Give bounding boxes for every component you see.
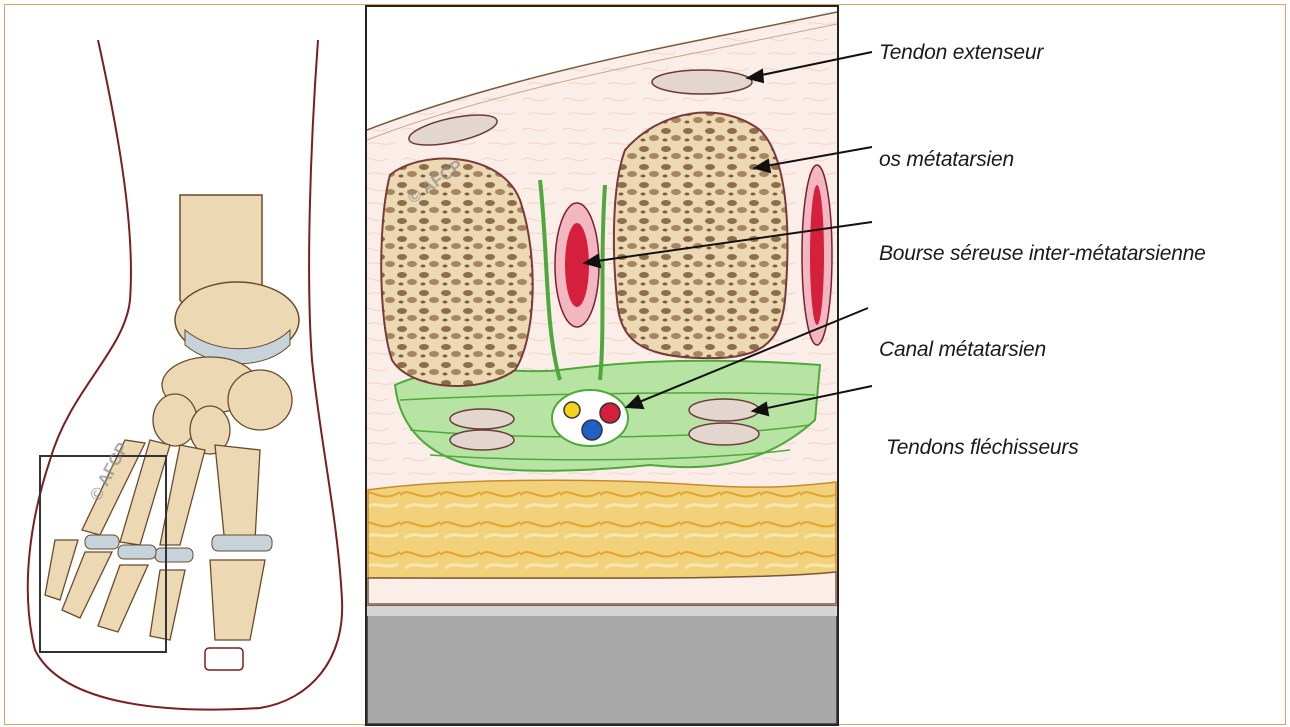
label-canal-metatarsien: Canal métatarsien [879, 338, 1046, 362]
ground-plate [367, 606, 837, 724]
plantar-fat-pad [368, 480, 836, 578]
ground-plate-highlight [367, 606, 837, 616]
intermetatarsal-bursa-core [565, 223, 589, 307]
label-bourse-sereuse: Bourse séreuse inter-métatarsienne [879, 242, 1206, 266]
flexor-tendon-left-2 [450, 430, 514, 450]
nerve-yellow [564, 402, 580, 418]
label-tendons-flechisseurs: Tendons fléchisseurs [886, 436, 1079, 460]
metatarsal-bone-right [614, 113, 788, 359]
vein-blue [582, 420, 602, 440]
label-os-metatarsien: os métatarsien [879, 148, 1014, 172]
label-tendon-extenseur: Tendon extenseur [879, 41, 1043, 65]
artery-red [600, 403, 620, 423]
flexor-tendon-left-1 [450, 409, 514, 429]
flexor-tendon-right-2 [689, 423, 759, 445]
extensor-tendon-2 [652, 70, 752, 94]
lateral-bursa-core [810, 185, 824, 325]
flexor-tendon-right-1 [689, 399, 759, 421]
